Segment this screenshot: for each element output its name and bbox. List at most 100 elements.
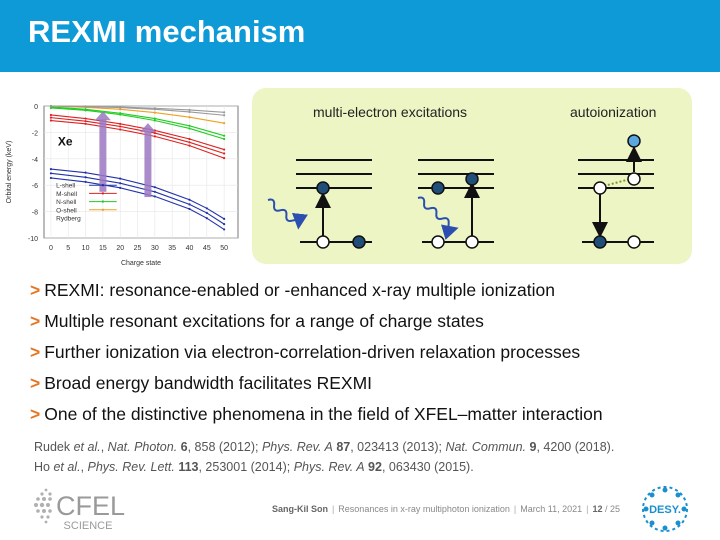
references: Rudek et al., Nat. Photon. 6, 858 (2012)… (34, 437, 614, 477)
x-tick-label: 30 (151, 245, 159, 252)
series-line-n-shell (50, 106, 225, 137)
slide-title: REXMI mechanism (28, 14, 306, 49)
data-point (188, 141, 191, 144)
x-tick-label: 0 (49, 245, 53, 252)
y-tick-label: -4 (32, 157, 38, 164)
reference-line-1: Rudek et al., Nat. Photon. 6, 858 (2012)… (34, 440, 615, 454)
data-point (223, 223, 226, 226)
desy-logo: DESY. (642, 486, 688, 532)
bullet-item: >One of the distinctive phenomena in the… (30, 404, 603, 424)
legend-marker (101, 184, 105, 187)
x-tick-label: 35 (168, 245, 176, 252)
data-point (153, 119, 156, 122)
excitation-diagram-2 (417, 159, 494, 249)
legend-marker (101, 208, 105, 211)
photon-wave-icon (417, 196, 459, 240)
data-point (153, 131, 156, 135)
transition-arrow-head (139, 123, 156, 133)
data-point (223, 152, 226, 155)
data-point (153, 117, 156, 120)
cfel-logo: CFEL SCIENCE (34, 488, 125, 532)
data-point (84, 109, 87, 112)
data-point (223, 111, 226, 114)
hole (627, 235, 641, 249)
data-point (223, 137, 226, 141)
transition-arrow-shaft (144, 131, 152, 198)
bullet-item: >Further ionization via electron-correla… (30, 342, 581, 362)
hole (593, 181, 607, 195)
y-tick-label: -10 (28, 236, 38, 243)
data-point (153, 111, 156, 114)
series-line-rydberg (50, 105, 225, 113)
hole (465, 235, 479, 249)
data-point (223, 157, 226, 160)
label-autoionization: autoionization (570, 104, 657, 120)
data-point (84, 180, 87, 183)
bullet-marker: > (30, 342, 41, 362)
y-axis-label: Orbital energy (keV) (6, 141, 13, 204)
x-tick-label: 5 (66, 245, 70, 252)
data-point (205, 211, 208, 215)
data-point (49, 167, 53, 171)
legend-marker (101, 192, 105, 195)
bullet-marker: > (30, 280, 41, 300)
data-point (84, 120, 87, 123)
footer-talk-title: Resonances in x-ray multiphoton ionizati… (338, 504, 510, 514)
data-point (84, 171, 87, 174)
data-point (153, 135, 156, 138)
data-point (188, 144, 191, 147)
data-point (188, 127, 191, 130)
data-point (119, 108, 122, 111)
data-point (188, 116, 191, 119)
footer-page-total: / 25 (604, 504, 620, 514)
data-point (153, 186, 156, 189)
hole (627, 172, 641, 186)
data-point (153, 190, 156, 193)
footer-page-current: 12 (592, 504, 603, 514)
cfel-logo-text: CFEL (56, 491, 125, 521)
autoionization-diagram (578, 134, 654, 249)
bullet-list: >REXMI: resonance-enabled or -enhanced x… (30, 278, 710, 433)
legend-label: M-shell (56, 191, 78, 198)
x-axis-label: Charge state (121, 260, 161, 267)
series-line-m-shell (50, 119, 225, 159)
data-point (119, 113, 122, 116)
electron (352, 235, 366, 249)
data-point (188, 108, 191, 112)
series-line-o-shell (50, 105, 225, 124)
data-point (49, 106, 53, 110)
footer-author: Sang-Kil Son (271, 504, 328, 514)
data-point (119, 122, 122, 125)
data-point (153, 195, 156, 198)
data-point (188, 124, 191, 127)
x-tick-label: 15 (99, 245, 107, 252)
data-point (188, 198, 191, 201)
data-point (49, 104, 53, 108)
hole (431, 235, 445, 249)
data-point (84, 105, 87, 108)
series-line-m-shell (50, 114, 225, 151)
footer-date: March 11, 2021 (520, 504, 583, 514)
bullet-item: >Broad energy bandwidth facilitates REXM… (30, 373, 373, 393)
data-point (49, 113, 53, 117)
data-point (223, 228, 226, 231)
legend-marker (101, 200, 105, 203)
x-tick-label: 25 (134, 245, 142, 252)
transition-arrow-head (94, 111, 111, 121)
photon-wave-icon (267, 198, 308, 230)
desy-logo-text: DESY. (649, 504, 681, 516)
x-tick-label: 45 (203, 245, 211, 252)
data-point (84, 122, 87, 125)
y-tick-label: -8 (32, 210, 38, 217)
correlation-dotted-line (603, 178, 631, 187)
x-tick-label: 40 (186, 245, 194, 252)
data-point (205, 217, 208, 220)
data-point (223, 114, 226, 117)
electron (593, 235, 607, 249)
bullet-marker: > (30, 311, 41, 331)
legend-label: L-shell (56, 183, 76, 190)
bullet-item: >REXMI: resonance-enabled or -enhanced x… (30, 280, 555, 300)
legend-label: Rydberg (56, 216, 81, 223)
